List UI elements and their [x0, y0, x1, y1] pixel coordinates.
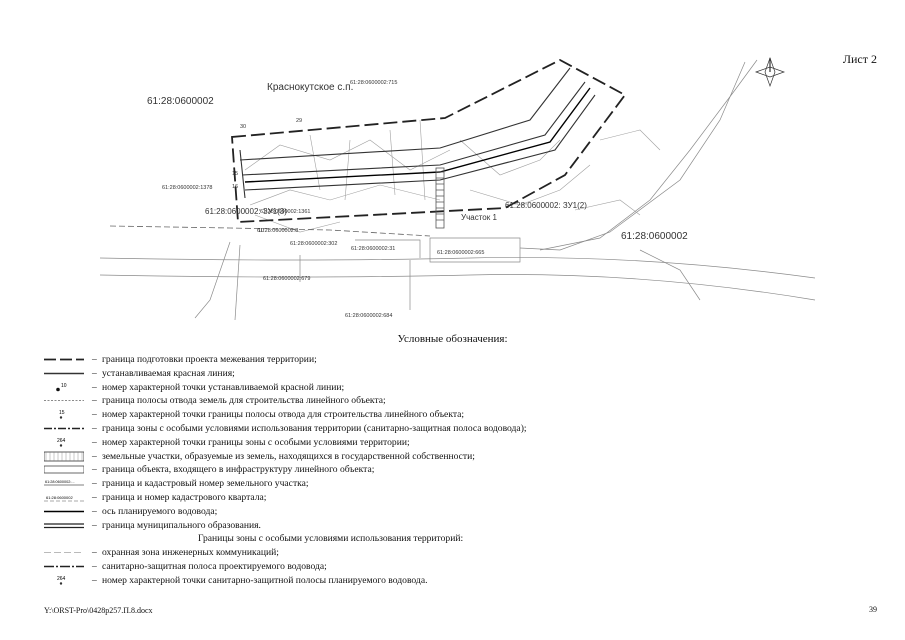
- quarter-boundary: [109, 225, 431, 237]
- parcel-label: 61:28:0600002:715: [350, 80, 397, 86]
- road-lines: [99, 59, 816, 321]
- quarter-label-right: 61:28:0600002: [621, 231, 688, 242]
- allotment-point-symbol: 15: [59, 410, 65, 419]
- parcel-label: 61:28:0600002:679: [263, 276, 310, 282]
- legend-item: –санитарно-защитная полоса проектируемог…: [44, 560, 644, 574]
- hatched-object: [435, 167, 445, 229]
- parcel-label: 61:28:0600002:1361: [260, 209, 310, 215]
- legend-item: –граница муниципального образования.: [44, 519, 644, 533]
- footer-file-path: Y:\ORST-Pro\0428p257.П.8.docx: [44, 606, 153, 615]
- north-arrow-icon: [754, 56, 786, 88]
- red-line-symbol: [44, 372, 84, 374]
- protection-zone-symbol: [44, 552, 84, 553]
- legend-item: 15 –номер характерной точки границы поло…: [44, 408, 644, 422]
- legend-item: –земельные участки, образуемые из земель…: [44, 450, 644, 464]
- legend-item: –ось планируемого водовода;: [44, 505, 644, 519]
- parcel-boundary-symbol: 61:28:0600002:...: [44, 480, 84, 486]
- allotment-strip-symbol: [44, 400, 84, 402]
- pipeline-axis-symbol: [44, 510, 84, 512]
- special-zone-symbol: [44, 427, 84, 430]
- legend-subtitle: Границы зоны с особыми условиями использ…: [198, 533, 464, 545]
- sanitary-point-symbol: 264: [57, 576, 66, 585]
- legend-item: –граница объекта, входящего в инфраструк…: [44, 463, 644, 477]
- legend-item: 61:28:0600002:... –граница и кадастровый…: [44, 478, 309, 490]
- svg-text:61:28:0600002: 61:28:0600002: [46, 495, 73, 500]
- point-label: 29: [296, 118, 302, 124]
- draft-boundary: [231, 58, 627, 223]
- object-boundary-symbol: [44, 465, 84, 474]
- special-zone-point-symbol: 264: [57, 438, 66, 447]
- settlement-label: Краснокутское с.п.: [267, 82, 353, 93]
- legend-item: 264 –номер характерной точки границы зон…: [44, 436, 644, 450]
- state-land-symbol: [44, 451, 84, 461]
- parcel-label: 61:28:0600002:665: [437, 250, 484, 256]
- sheet-label: Лист 2: [842, 52, 877, 66]
- point-label: 30: [240, 124, 246, 130]
- terrain-details: [244, 119, 661, 233]
- legend-title: Условные обозначения:: [397, 333, 508, 345]
- parcel-label: 61:28:0600002:302: [290, 241, 337, 247]
- legend-item: –граница зоны с особыми условиями исполь…: [44, 422, 644, 436]
- legend: –граница подготовки проекта межевания те…: [44, 353, 644, 588]
- parcel-label: 61:28:0600002:31: [351, 246, 395, 252]
- svg-text:15: 15: [59, 410, 65, 416]
- svg-text:264: 264: [57, 438, 66, 444]
- parcel-label: 61:28:0600002:8: [257, 228, 298, 234]
- legend-item: –граница подготовки проекта межевания те…: [44, 353, 644, 367]
- legend-item: –граница полосы отвода земель для строит…: [44, 394, 644, 408]
- quarter-label-left: 61:28:0600002: [147, 96, 214, 107]
- zu3-label: 61:28:0600002: ЗУ1(3): [205, 207, 287, 216]
- legend-item: –охранная зона инженерных коммуникаций;: [44, 546, 644, 560]
- svg-text:61:28:0600002:...: 61:28:0600002:...: [45, 480, 75, 484]
- allotment-strip: [239, 67, 596, 199]
- point-label: 16: [232, 184, 238, 190]
- area-label: Участок 1: [461, 213, 497, 222]
- svg-text:10: 10: [61, 383, 67, 389]
- parcel-label: 61:28:0600002:684: [345, 313, 392, 319]
- sanitary-strip-symbol: [44, 565, 84, 568]
- municipal-boundary-symbol: [44, 522, 84, 528]
- svg-text:264: 264: [57, 576, 66, 582]
- zu1-label: 61:28:0600002: ЗУ1(2): [505, 201, 587, 210]
- legend-item: 264 –номер характерной точки санитарно-з…: [44, 574, 644, 588]
- red-line-point-symbol: 10: [56, 383, 67, 391]
- point-label: 10: [258, 228, 264, 234]
- draft-boundary-symbol: [44, 358, 84, 361]
- parcel-label: 61:28:0600002:1378: [162, 185, 212, 191]
- legend-item: 10 –номер характерной точки устанавливае…: [44, 381, 644, 395]
- quarter-boundary-symbol: 61:28:0600002: [44, 495, 84, 502]
- point-label: 15: [232, 171, 238, 177]
- cadastral-map: Краснокутское с.п. 61:28:0600002 61:28:0…: [99, 56, 816, 321]
- legend-item: –устанавливаемая красная линия;: [44, 367, 644, 381]
- page-number: 39: [869, 605, 877, 614]
- pipeline-axis: [244, 87, 591, 183]
- legend-item: 61:28:0600002 –граница и номер кадастров…: [44, 491, 267, 503]
